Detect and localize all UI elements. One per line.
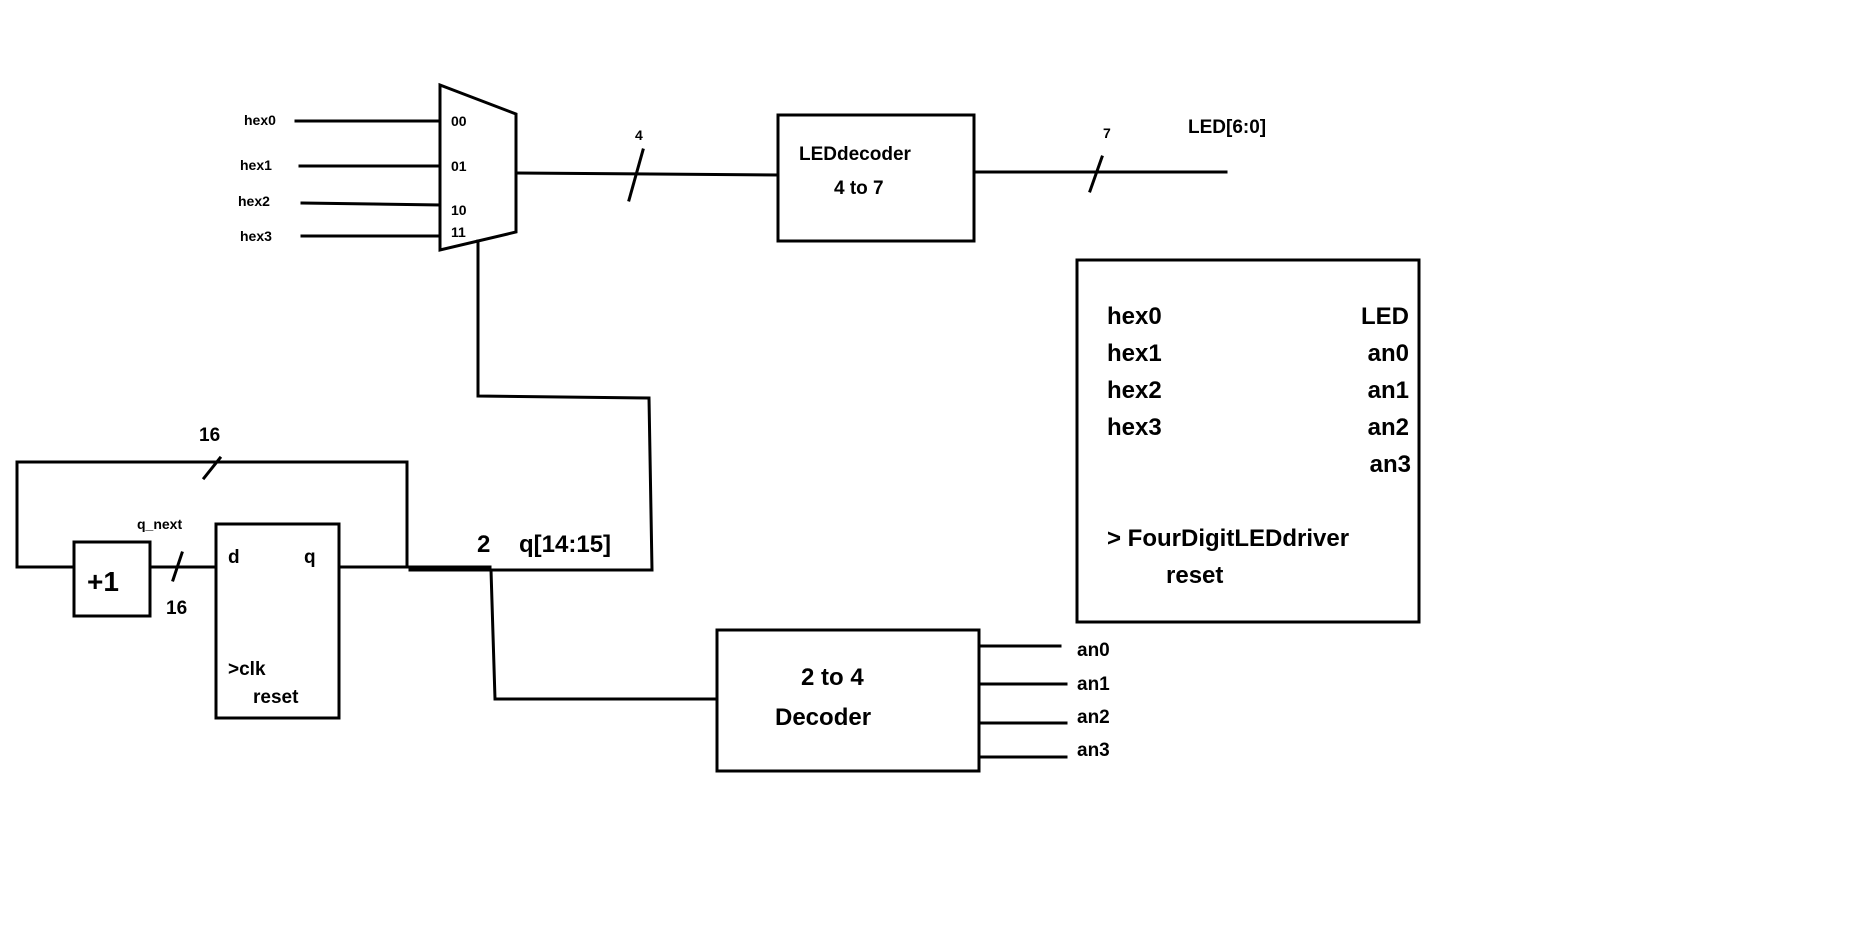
decoder-outputs: an0 an1 an2 an3	[977, 640, 1110, 761]
mux-select-00: 00	[451, 113, 467, 129]
multiplexer	[438, 82, 518, 252]
select-wire	[408, 239, 654, 572]
mux-select-11: 11	[451, 224, 466, 240]
register-box	[214, 522, 341, 720]
register-reset-port: reset	[253, 687, 299, 708]
bus-slash-16-top	[201, 455, 223, 481]
decoder-output-an0: an0	[1077, 640, 1110, 661]
select-bus-name: q[14:15]	[519, 531, 611, 558]
register-clk-port: >clk	[228, 659, 266, 680]
module-output-an3: an3	[1370, 451, 1411, 478]
module-box	[1075, 258, 1421, 624]
module-input-hex2: hex2	[1107, 377, 1162, 404]
feedback-loop-wire	[15, 460, 409, 569]
decoder-output-an1: an1	[1077, 674, 1110, 695]
mux-inputs: hex0 hex1 hex2 hex3	[238, 112, 442, 244]
mux-input-hex0: hex0	[244, 112, 276, 128]
register-q-port: q	[304, 547, 316, 568]
module-input-hex1: hex1	[1107, 340, 1162, 367]
module-input-hex3: hex3	[1107, 414, 1162, 441]
incrementer-box	[72, 540, 152, 618]
counter-bus-width: 16	[166, 598, 187, 619]
module-reset: reset	[1166, 562, 1223, 589]
module-output-led: LED	[1361, 303, 1409, 330]
mux-input-hex2: hex2	[238, 193, 270, 209]
decoder-output-an3: an3	[1077, 740, 1110, 761]
module-input-hex0: hex0	[1107, 303, 1162, 330]
register-d-port: d	[228, 547, 240, 568]
mux-output-wire	[514, 171, 780, 177]
module-output-an0: an0	[1368, 340, 1409, 367]
module-output-an2: an2	[1368, 414, 1409, 441]
led-decoder-subtitle: 4 to 7	[834, 178, 884, 199]
bus-width-4: 4	[635, 127, 643, 143]
mux-select-01: 01	[451, 158, 467, 174]
bus-slash-7	[1088, 155, 1104, 193]
incrementer-label: +1	[87, 566, 119, 597]
select-bus-width: 2	[477, 531, 490, 558]
led-decoder-title: LEDdecoder	[799, 144, 912, 165]
mux-input-hex3: hex3	[240, 228, 272, 244]
mux-select-10: 10	[451, 202, 467, 218]
feedback-bus-width: 16	[199, 425, 220, 446]
decoder-input-wire	[489, 568, 719, 701]
bus-width-7: 7	[1103, 125, 1111, 141]
bus-slash-16-bottom	[171, 551, 184, 582]
bus-slash-4	[627, 148, 645, 202]
module-name: > FourDigitLEDdriver	[1107, 525, 1349, 552]
mux-input-hex1: hex1	[240, 157, 272, 173]
led-output-label: LED[6:0]	[1188, 117, 1266, 138]
hex2-wire	[300, 201, 442, 207]
decoder-2to4-subtitle: Decoder	[775, 704, 871, 731]
decoder-output-an2: an2	[1077, 707, 1110, 728]
module-output-an1: an1	[1368, 377, 1409, 404]
led-decoder-box	[776, 113, 976, 243]
decoder-2to4-box	[715, 628, 981, 773]
decoder-2to4-title: 2 to 4	[801, 664, 864, 691]
q-next-label: q_next	[137, 516, 182, 532]
